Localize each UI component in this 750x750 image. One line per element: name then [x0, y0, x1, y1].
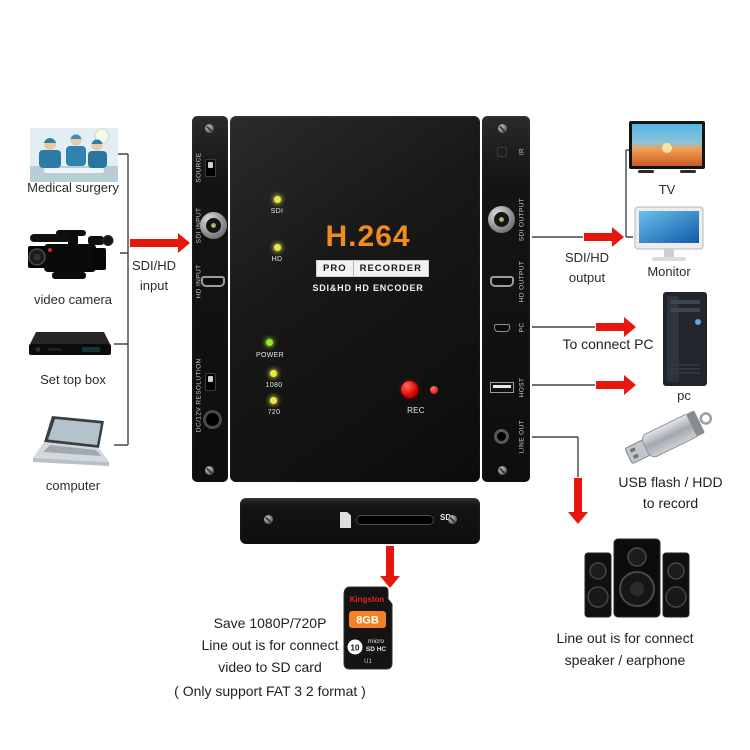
sd-card-glyph: [340, 512, 351, 528]
device-left-panel: SOURCE SDI INPUT HD INPUT RESOLUTION DC/…: [192, 116, 228, 482]
sd-note-line4: ( Only support FAT 3 2 format ): [174, 683, 366, 699]
device-right-panel: IR SDI OUTPUT HD OUTPUT PC HOST LINE OUT: [482, 116, 530, 482]
dc-power-label: DC/12V: [195, 406, 203, 433]
output-caption-line2: output: [568, 270, 606, 285]
pro-recorder-badge: PRO RECORDER: [316, 260, 429, 277]
led-720: [270, 397, 277, 404]
set-top-box-label: Set top box: [40, 372, 106, 387]
screw-icon: [498, 124, 507, 133]
sd-note-line1: Save 1080P/720P: [213, 615, 327, 631]
sd-type-text-2: SD HC: [366, 646, 387, 653]
pro-badge-text: PRO: [323, 263, 347, 274]
model-name: H.264: [325, 220, 411, 253]
tv-icon: [628, 120, 706, 180]
rec-label: REC: [407, 406, 425, 415]
ir-window: [497, 147, 507, 157]
sd-card-slot[interactable]: [356, 515, 434, 525]
video-camera-icon: [26, 222, 120, 288]
input-arrow: [130, 233, 190, 253]
pc-usb-port[interactable]: [494, 324, 510, 332]
screw-icon: [205, 124, 214, 133]
usb-text-line2: to record: [642, 495, 699, 511]
hdmi-input-label: HD INPUT: [195, 264, 203, 299]
line-out-label: LINE OUT: [518, 419, 526, 454]
line-out-jack[interactable]: [494, 429, 509, 444]
sd-u-rating-text: U1: [364, 659, 372, 665]
hdmi-input-port[interactable]: [201, 276, 225, 287]
rec-button[interactable]: [401, 381, 418, 398]
hd-led-label: HD: [271, 256, 283, 263]
speaker-text-line1: Line out is for connect: [556, 630, 694, 646]
screw-icon: [448, 515, 457, 524]
usb-text-line1: USB flash / HDD: [618, 474, 723, 490]
sdi-led: [274, 196, 281, 203]
medical-surgery-label: Medical surgery: [27, 180, 119, 195]
connect-pc-text: To connect PC: [562, 336, 654, 352]
recorder-badge-text: RECORDER: [352, 261, 428, 276]
sdi-output-label: SDI OUTPUT: [518, 197, 526, 242]
speakers-icon: [583, 533, 691, 623]
usb-arrow: [596, 375, 636, 395]
ir-label: IR: [518, 147, 526, 156]
input-caption-line1: SDI/HD: [131, 258, 177, 273]
sd-type-text-1: micro: [368, 638, 384, 645]
host-usb-port[interactable]: [490, 382, 514, 393]
pc-tower-icon: [660, 290, 710, 388]
sd-class-text: 10: [351, 644, 360, 653]
pc-arrow: [596, 317, 636, 337]
output-caption-line1: SDI/HD: [564, 250, 610, 265]
connector-lines: [114, 149, 633, 477]
sdi-led-label: SDI: [270, 208, 284, 215]
screw-icon: [264, 515, 273, 524]
monitor-icon: [632, 206, 706, 264]
sd-note-line3: video to SD card: [218, 659, 322, 675]
screw-icon: [498, 466, 507, 475]
sd-slot-label: SD: [440, 513, 452, 522]
device-top-face: SDI HD H.264 PRO RECORDER SDI&HD HD ENCO…: [230, 116, 480, 482]
pc-tower-label: pc: [677, 388, 691, 403]
lineout-arrow: [568, 478, 588, 524]
source-switch[interactable]: [205, 159, 216, 177]
video-camera-label: video camera: [33, 292, 113, 307]
computer-icon: [30, 414, 114, 472]
device-bottom-panel: SD: [240, 498, 480, 544]
dc-power-jack[interactable]: [203, 410, 222, 429]
led-1080-label: 1080: [265, 382, 283, 389]
led-1080: [270, 370, 277, 377]
medical-surgery-icon: [30, 128, 118, 182]
sd-note-line2: Line out is for connect: [201, 637, 339, 653]
sdi-output-port[interactable]: [488, 206, 515, 233]
micro-sd-card-icon: Kingston 8GB 10 micro SD HC U1: [340, 585, 396, 671]
power-led: [266, 339, 273, 346]
sd-capacity-text: 8GB: [356, 615, 379, 627]
rec-indicator-led: [430, 386, 438, 394]
usb-flash-drive-icon: [618, 396, 724, 476]
sdi-input-port[interactable]: [200, 212, 227, 239]
tv-label: TV: [658, 182, 676, 197]
device-subtitle: SDI&HD HD ENCODER: [312, 283, 424, 293]
computer-label: computer: [45, 478, 101, 493]
set-top-box-icon: [24, 326, 114, 362]
resolution-switch[interactable]: [205, 373, 216, 391]
sd-brand-text: Kingston: [350, 595, 385, 604]
input-caption-line2: input: [139, 278, 169, 293]
led-720-label: 720: [267, 409, 281, 416]
hd-led: [274, 244, 281, 251]
hdmi-output-port[interactable]: [490, 276, 514, 287]
monitor-label: Monitor: [647, 264, 691, 279]
output-arrow: [584, 227, 624, 247]
sd-arrow: [380, 546, 400, 588]
screw-icon: [205, 466, 214, 475]
speaker-text-line2: speaker / earphone: [564, 652, 686, 668]
power-led-label: POWER: [256, 352, 284, 359]
